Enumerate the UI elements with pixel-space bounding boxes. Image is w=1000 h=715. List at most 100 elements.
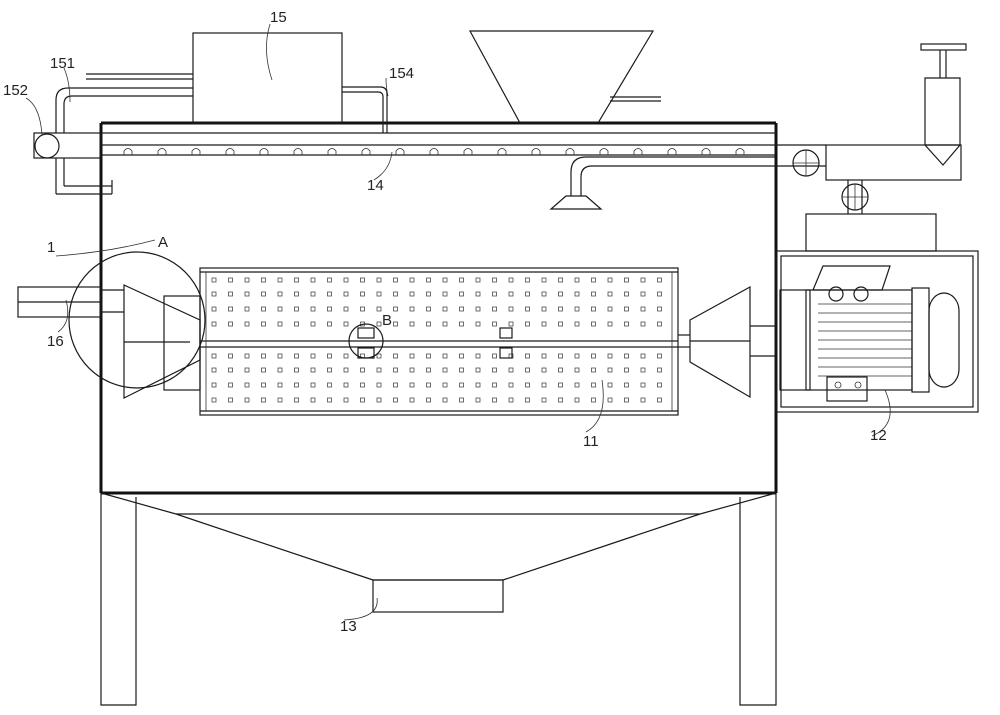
drum-hole: [591, 306, 596, 312]
discharge-outlet: [372, 579, 504, 613]
drum-hole: [591, 353, 596, 359]
drum-hole: [376, 291, 382, 297]
upper-duct: [776, 43, 967, 214]
drum-hole: [294, 321, 299, 327]
drum-hole: [541, 367, 547, 373]
drum-hole: [228, 382, 233, 388]
drum-hole: [591, 367, 596, 373]
drum-hole: [426, 291, 431, 297]
label-B: B: [382, 312, 392, 329]
drum-hole: [640, 321, 646, 327]
drum-hole: [327, 291, 332, 297]
drum-hole: [277, 367, 283, 373]
drum-hole: [360, 367, 365, 373]
right-cone: [678, 285, 776, 399]
pump: [34, 133, 60, 159]
nozzle: [157, 148, 167, 155]
drum-hole: [558, 306, 563, 312]
drum-hole: [426, 367, 431, 373]
drum-hole: [607, 367, 613, 373]
drum: [199, 267, 679, 416]
drum-hole: [640, 291, 646, 297]
drum-hole: [492, 291, 497, 297]
drum-hole: [508, 382, 514, 388]
label-152: 152: [3, 82, 28, 99]
drum-hole: [393, 291, 398, 297]
drum-hole: [277, 353, 283, 359]
drum-hole: [261, 353, 266, 359]
label-11: 11: [583, 433, 599, 450]
drum-hole: [442, 321, 448, 327]
drum-hole: [261, 367, 266, 373]
drum-hole: [475, 367, 481, 373]
drum-hole: [409, 321, 415, 327]
drum-hole: [541, 353, 547, 359]
drum-hole: [574, 321, 580, 327]
drum-hole: [541, 277, 547, 283]
nozzle: [497, 148, 507, 155]
drum-hole: [525, 306, 530, 312]
drum-hole: [558, 382, 563, 388]
drum-hole: [607, 321, 613, 327]
drum-hole: [343, 321, 349, 327]
drum-hole: [475, 277, 481, 283]
drum-hole: [294, 353, 299, 359]
nozzle: [395, 148, 405, 155]
drum-hole: [541, 306, 547, 312]
label-12: 12: [870, 427, 887, 444]
drum-hole: [574, 291, 580, 297]
drum-hole: [640, 353, 646, 359]
drum-hole: [624, 397, 629, 403]
drum-hole: [624, 382, 629, 388]
drum-hole: [442, 291, 448, 297]
drum-hole: [211, 367, 217, 373]
drum-hole: [607, 353, 613, 359]
drum-hole: [525, 367, 530, 373]
drum-hole: [360, 277, 365, 283]
drum-hole: [393, 367, 398, 373]
drum-hole: [459, 397, 464, 403]
drum-hole: [261, 306, 266, 312]
drum-hole: [541, 382, 547, 388]
drum-hole: [657, 306, 662, 312]
drum-hole: [294, 367, 299, 373]
drum-hole: [343, 277, 349, 283]
drum-hole: [244, 367, 250, 373]
drum-hole: [624, 277, 629, 283]
drum-hole: [591, 277, 596, 283]
suction-hood: [549, 156, 776, 210]
drum-hole: [525, 291, 530, 297]
drum-hole: [541, 291, 547, 297]
label-13: 13: [340, 618, 357, 635]
drum-hole: [640, 306, 646, 312]
drum-hole: [657, 291, 662, 297]
drum-hole: [211, 321, 217, 327]
drum-hole: [327, 321, 332, 327]
drum-hole: [508, 367, 514, 373]
housing: [99, 121, 778, 495]
drum-hole: [442, 353, 448, 359]
drum-hole: [591, 382, 596, 388]
motor-fins: [818, 303, 912, 377]
drum-hole: [541, 321, 547, 327]
drum-hole: [211, 291, 217, 297]
drum-hole: [244, 353, 250, 359]
drum-hole: [525, 277, 530, 283]
left-cone: [17, 284, 201, 399]
nozzle: [327, 148, 337, 155]
drum-hole: [640, 367, 646, 373]
nozzle: [259, 148, 269, 155]
label-A: A: [158, 234, 168, 251]
motor-assembly: [775, 213, 979, 413]
drum-hole: [327, 353, 332, 359]
drum-hole: [261, 382, 266, 388]
drum-hole: [492, 277, 497, 283]
drum-hole: [294, 397, 299, 403]
drum-hole: [261, 321, 266, 327]
drum-hole: [277, 321, 283, 327]
drum-hole: [277, 277, 283, 283]
drum-hole: [409, 306, 415, 312]
drum-hole: [327, 277, 332, 283]
drum-hole: [442, 306, 448, 312]
leader-lines: [25, 23, 891, 621]
